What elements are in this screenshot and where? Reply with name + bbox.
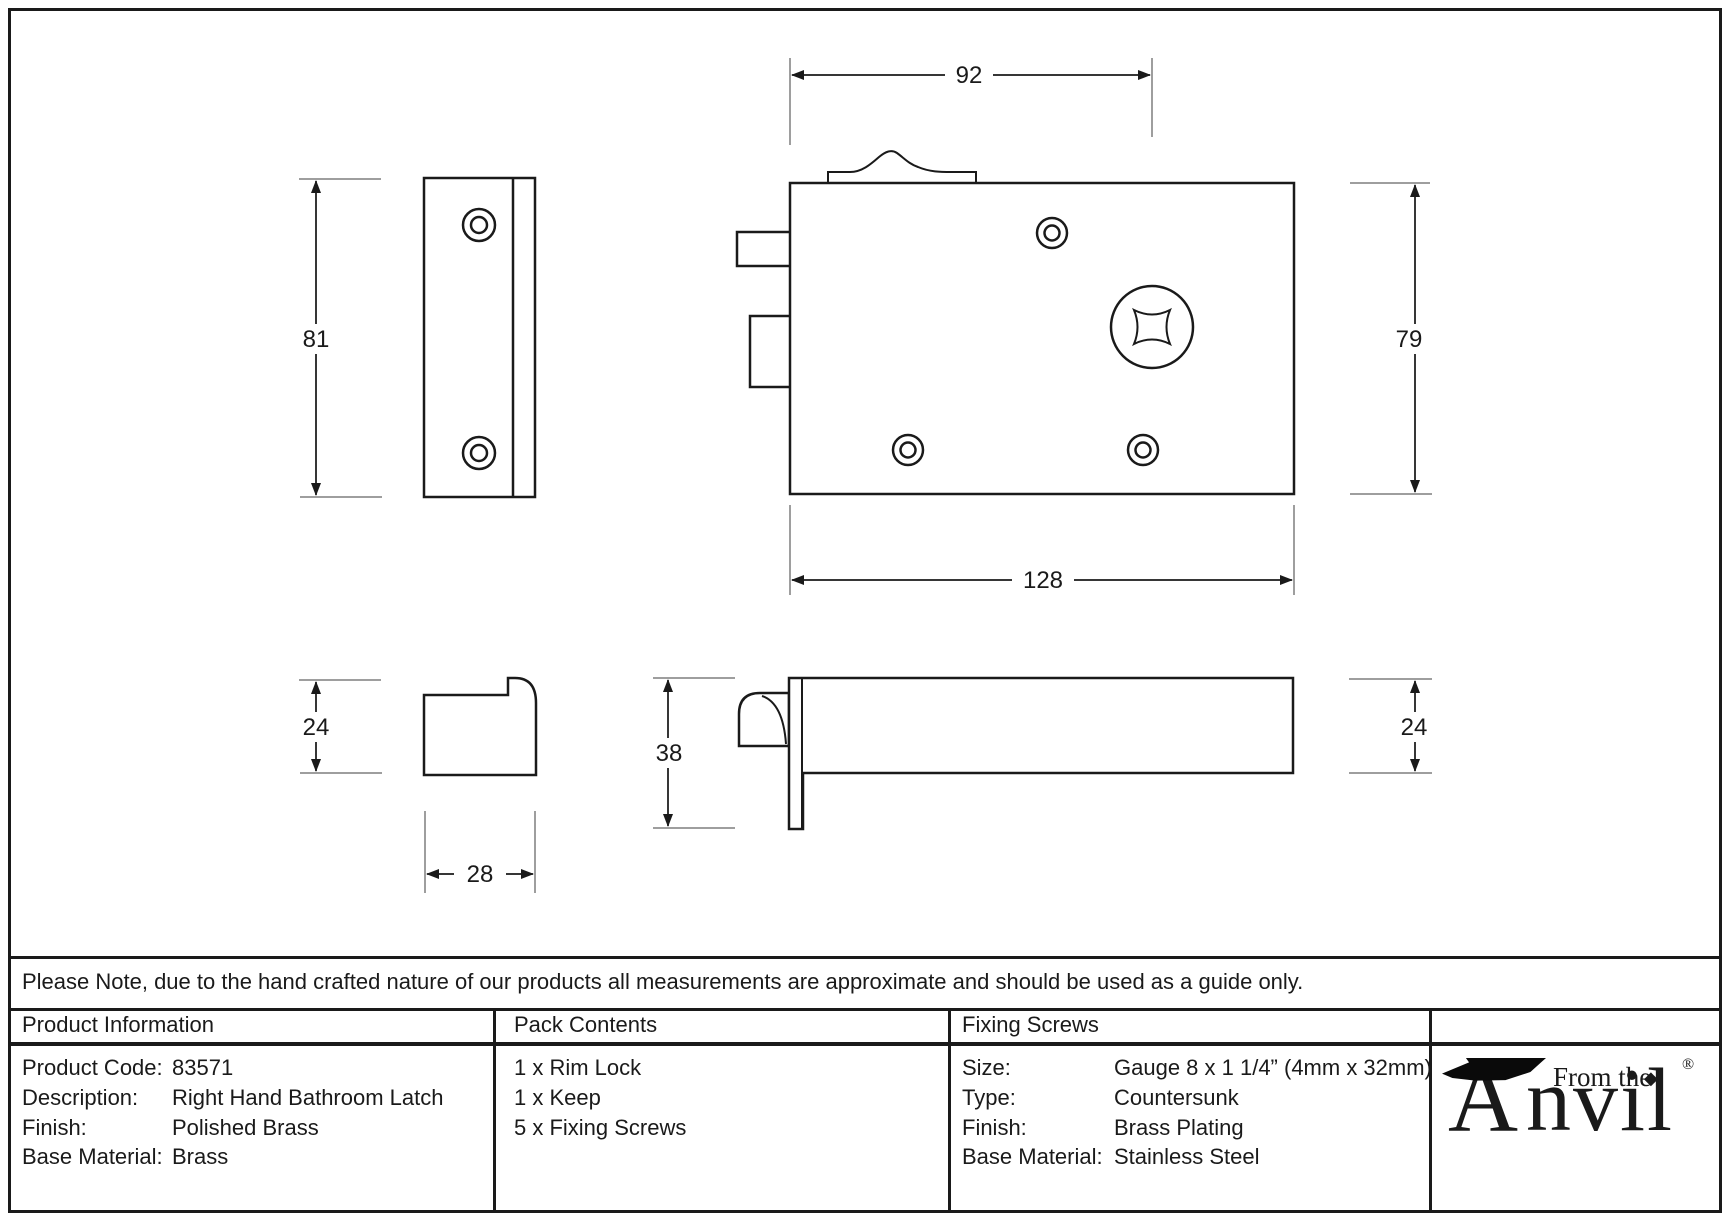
field-label: Base Material:: [962, 1144, 1103, 1169]
pack-item: 1 x Rim Lock: [514, 1055, 642, 1080]
rim-lock-front-view: [735, 150, 1296, 496]
field-value: 83571: [172, 1055, 234, 1080]
header-fixing-screws: Fixing Screws: [962, 1012, 1099, 1037]
field-value: Brass Plating: [1114, 1115, 1244, 1140]
dim-keep-height: 81: [303, 326, 330, 353]
divider-note-header: [8, 1008, 1722, 1011]
field-label: Finish:: [962, 1115, 1027, 1140]
measurement-note: Please Note, due to the hand crafted nat…: [22, 969, 1304, 994]
field-label: Size:: [962, 1055, 1011, 1080]
field-label: Description:: [22, 1085, 139, 1110]
technical-drawing: 81 92 79 128 24 28 38 24: [294, 58, 1438, 893]
field-value: Brass: [172, 1144, 229, 1169]
dim-lock-depth: 38: [656, 740, 683, 767]
dim-lock-width-to-spindle: 92: [956, 62, 983, 89]
logo-brand-text: nvil: [1526, 1051, 1675, 1150]
field-value: Polished Brass: [172, 1115, 319, 1140]
dim-lock-width: 128: [1023, 567, 1063, 594]
spindle-hole: [1132, 307, 1172, 347]
column-divider-2: [948, 1008, 951, 1213]
column-divider-1: [493, 1008, 496, 1213]
dim-lock-height: 79: [1396, 326, 1423, 353]
cover-crest: [827, 150, 977, 184]
keep-profile-view: [422, 676, 538, 777]
pack-item: 1 x Keep: [514, 1085, 601, 1110]
pack-item: 5 x Fixing Screws: [514, 1115, 687, 1140]
field-value: Right Hand Bathroom Latch: [172, 1085, 444, 1110]
dim-keep-depth: 24: [303, 714, 330, 741]
column-divider-3: [1429, 1008, 1432, 1213]
divider-drawing-note: [8, 956, 1722, 959]
extension-lines: [299, 58, 1432, 893]
logo-tagline: From the: [1553, 1062, 1652, 1092]
field-label: Base Material:: [22, 1144, 163, 1169]
field-value: Stainless Steel: [1114, 1144, 1260, 1169]
diamond-icon: ◆: [1644, 1068, 1658, 1088]
dim-case-depth: 24: [1401, 714, 1428, 741]
header-pack-contents: Pack Contents: [514, 1012, 658, 1037]
field-value: Countersunk: [1114, 1085, 1239, 1110]
field-label: Finish:: [22, 1115, 87, 1140]
divider-header-body: [8, 1042, 1722, 1046]
lock-side-view: [737, 676, 1295, 831]
keep-front-view: [422, 176, 537, 499]
header-product-information: Product Information: [22, 1012, 214, 1037]
field-value: Gauge 8 x 1 1/4” (4mm x 32mm): [1114, 1055, 1432, 1080]
dim-keep-width: 28: [467, 861, 494, 888]
anvil-icon: [1442, 1058, 1546, 1081]
registered-trademark-icon: ®: [1682, 1056, 1695, 1073]
field-label: Type:: [962, 1085, 1016, 1110]
field-label: Product Code:: [22, 1055, 163, 1080]
page-border: [8, 8, 1722, 1213]
dimension-labels: 81 92 79 128 24 28 38 24: [294, 60, 1438, 889]
latch-bolt: [735, 230, 793, 268]
